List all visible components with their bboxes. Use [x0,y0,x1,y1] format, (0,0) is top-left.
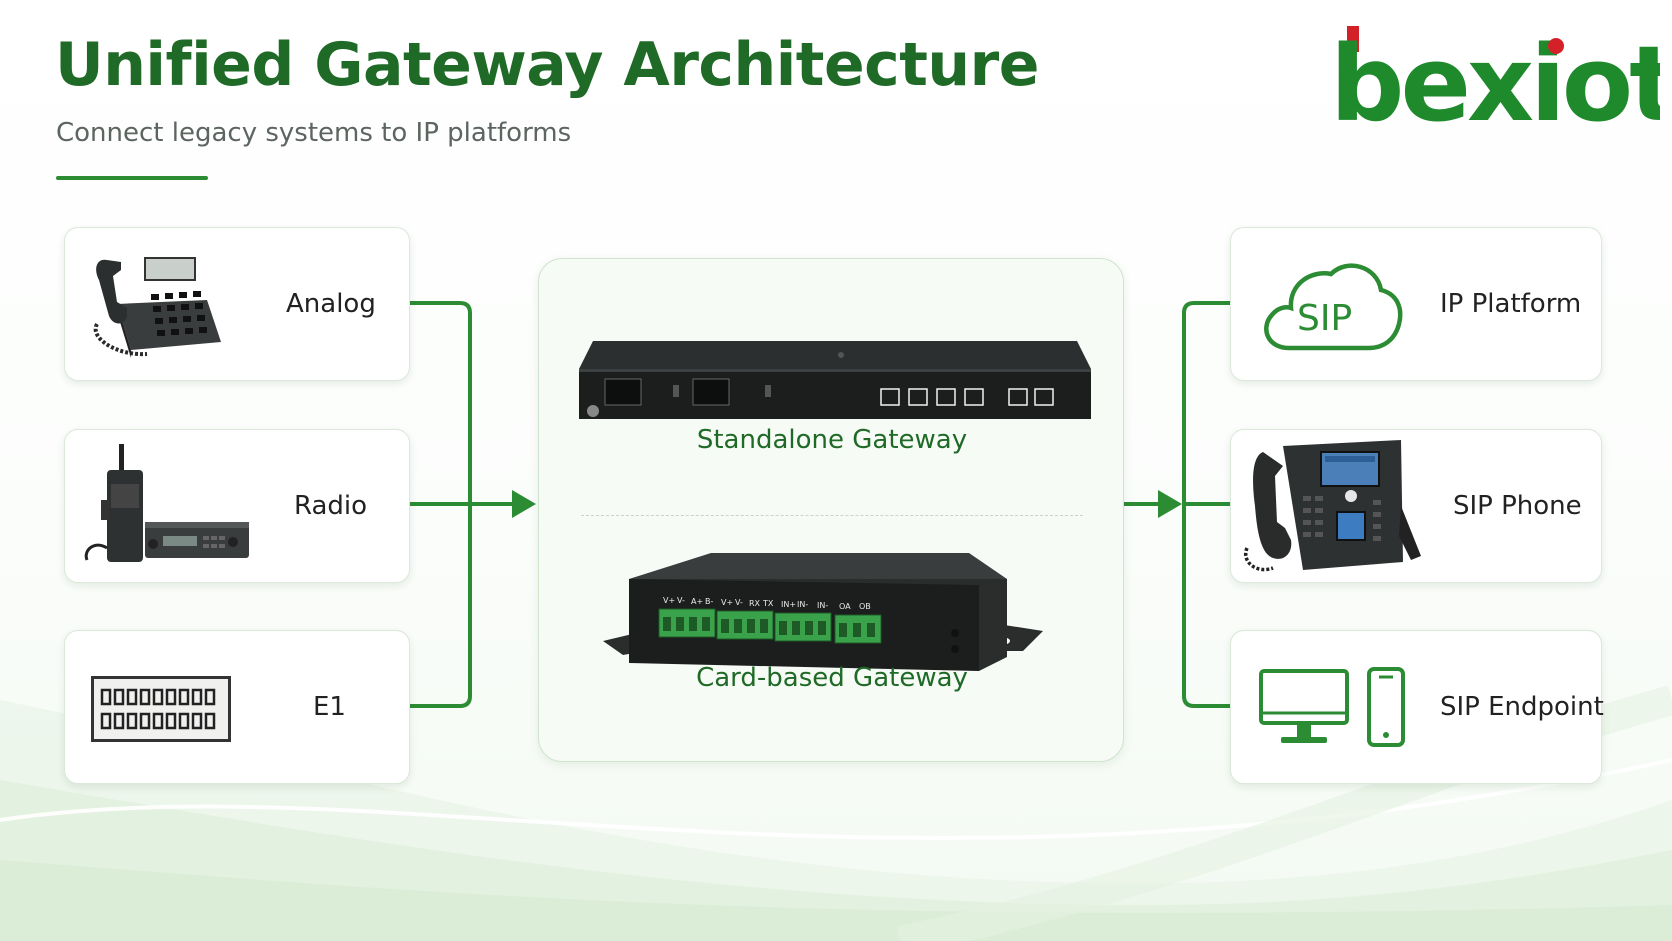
e1-board-icon [91,676,231,742]
terminal-label: A+ [691,597,703,606]
gateway-panel: Standalone Gateway V+ [538,258,1124,762]
input-card-e1[interactable]: E1 [64,630,410,784]
card-gateway-icon: V+ V- A+ B- V+ V- RX TX IN+ IN- IN- OA O… [603,553,1043,671]
input-card-analog[interactable]: Analog [64,227,410,381]
title-underline [56,176,208,180]
terminal-label: V+ [721,598,733,607]
terminal-label: V+ [663,596,675,605]
sip-badge-text: SIP [1297,298,1352,339]
sip-cloud-icon: SIP [1264,263,1403,351]
terminal-label: TX [762,599,774,608]
radio-icon [84,444,249,562]
input-label-analog: Analog [286,289,376,319]
output-label-sip-phone: SIP Phone [1453,491,1582,521]
terminal-label: IN- [797,600,808,609]
input-label-radio: Radio [294,491,368,521]
monitor-mobile-icon [1259,667,1405,747]
terminal-label: V- [677,596,685,605]
output-card-sip-endpoint[interactable]: SIP Endpoint [1230,630,1604,784]
terminal-label: IN- [817,601,828,610]
gateway-label-card: Card-based Gateway [696,663,968,693]
rack-gateway-icon [579,341,1091,419]
output-card-sip-phone[interactable]: SIP Phone [1230,429,1602,583]
gateway-divider [581,515,1083,516]
page-title: Unified Gateway Architecture [55,30,1039,100]
input-card-radio[interactable]: Radio [64,429,410,583]
output-card-ip-platform[interactable]: SIP IP Platform [1230,227,1602,381]
logo-text: bexiot [1330,23,1660,128]
terminal-label: OB [859,602,871,611]
terminal-label: IN+ [781,600,796,609]
bexiot-logo: bexiot [1330,23,1660,128]
output-label-sip-endpoint: SIP Endpoint [1440,692,1604,722]
terminal-label: V- [735,598,743,607]
ip-phone-icon [1243,440,1421,572]
gateway-label-standalone: Standalone Gateway [696,425,968,455]
terminal-label: RX [749,599,761,608]
terminal-label: OA [839,602,851,611]
output-label-ip-platform: IP Platform [1440,289,1582,319]
input-label-e1: E1 [313,692,346,722]
terminal-label: B- [705,597,713,606]
page-subtitle: Connect legacy systems to IP platforms [56,118,572,148]
desk-phone-icon [93,257,221,358]
